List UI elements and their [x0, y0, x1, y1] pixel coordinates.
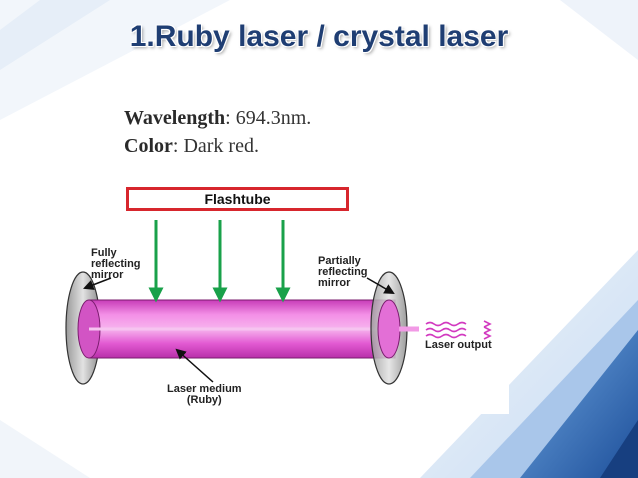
property-wavelength: Wavelength: 694.3nm.	[124, 104, 311, 132]
laser-output-waves	[425, 320, 492, 340]
laser-output-label: Laser output	[425, 339, 492, 351]
property-value: Dark red.	[183, 135, 259, 157]
flashtube: Flashtube	[126, 187, 349, 211]
ruby-rod-right-face	[377, 299, 401, 359]
label-line: mirror	[91, 269, 124, 281]
property-separator: :	[225, 107, 236, 129]
property-key: Wavelength	[124, 107, 226, 129]
flashtube-label: Flashtube	[204, 191, 271, 207]
fully-reflecting-mirror-label: Fully reflecting mirror	[91, 248, 141, 281]
label-line: mirror	[318, 277, 351, 289]
fully-mirror-pointer	[83, 277, 112, 290]
diagram-graphics	[65, 220, 492, 385]
properties-list: Wavelength: 694.3nm. Color: Dark red.	[124, 104, 311, 160]
laser-medium-label: Laser medium (Ruby)	[167, 384, 242, 406]
property-value: 694.3nm.	[235, 107, 312, 129]
label-line: (Ruby)	[186, 394, 222, 406]
label-line: Laser medium	[167, 383, 242, 395]
label-line: Partially	[318, 255, 361, 267]
label-line: Fully	[91, 247, 117, 259]
ruby-laser-diagram: Flashtube Fully reflecting mirror Partia…	[63, 182, 509, 414]
partially-reflecting-mirror-label: Partially reflecting mirror	[318, 256, 368, 289]
label-line: reflecting	[91, 258, 141, 270]
slide-title: 1.Ruby laser / crystal laser	[129, 20, 509, 53]
property-key: Color	[124, 135, 173, 157]
partial-mirror-pointer	[366, 277, 395, 295]
laser-medium-pointer	[175, 348, 214, 383]
label-line: reflecting	[318, 266, 368, 278]
property-separator: :	[172, 135, 184, 157]
property-color: Color: Dark red.	[124, 132, 311, 160]
